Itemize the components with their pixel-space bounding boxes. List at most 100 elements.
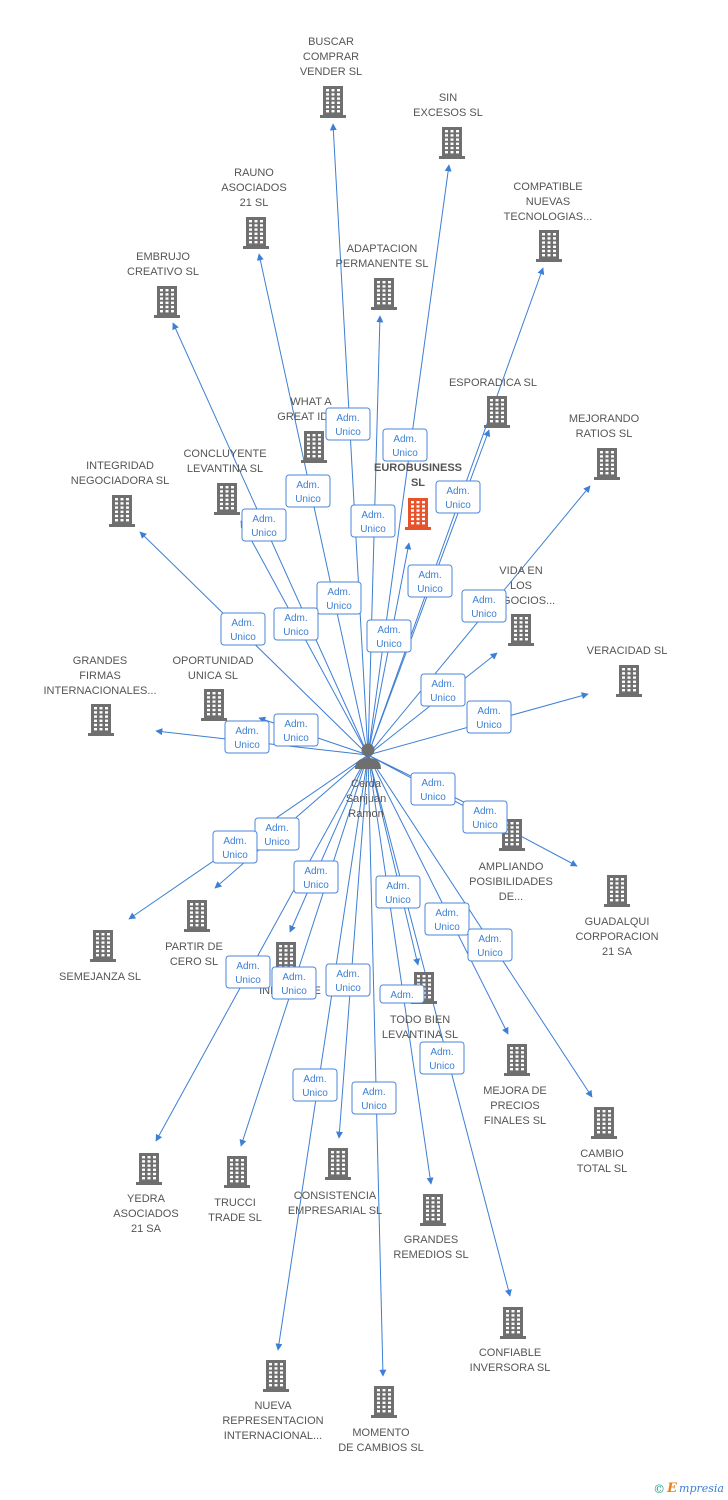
building-icon bbox=[405, 498, 431, 530]
edge-label-adm-unico: Adm.Unico bbox=[382, 428, 428, 462]
company-label-line: SIN bbox=[439, 92, 457, 104]
company-label-line: SEMEJANZA SL bbox=[59, 971, 141, 983]
company-label-line: NUEVAS bbox=[526, 196, 570, 208]
company-label-line: INTEGRIDAD bbox=[86, 460, 154, 472]
edge-to-yedra bbox=[155, 754, 369, 1142]
edge-label-line-1: Adm. bbox=[336, 969, 359, 980]
edge-label-line-1: Adm. bbox=[431, 679, 454, 690]
edge-label-line-1: Adm. bbox=[446, 486, 469, 497]
edge-label-line-2: Unico bbox=[434, 922, 460, 933]
company-node-esporadica[interactable]: ESPORADICA SL bbox=[449, 377, 537, 428]
edge-label-line-1: Adm. bbox=[303, 1074, 326, 1085]
edges bbox=[128, 123, 593, 1377]
edge-label-adm-unico: Adm.Unico bbox=[410, 772, 456, 806]
company-node-semejanza[interactable]: SEMEJANZA SL bbox=[59, 930, 141, 983]
company-label-line: FIRMAS bbox=[79, 670, 121, 682]
person-icon bbox=[355, 743, 381, 769]
edge-label-line-1: Adm. bbox=[231, 618, 254, 629]
edge-label-line-2: Unico bbox=[335, 983, 361, 994]
edge-label-adm-unico: Adm.Unico bbox=[419, 1041, 465, 1075]
edge-label-line-1: Adm. bbox=[361, 510, 384, 521]
edge-label-adm-unico: Adm.Unico bbox=[366, 619, 412, 653]
edge-label-adm-unico: Adm. Unico bbox=[424, 902, 470, 936]
edge-label-line-1: Adm. bbox=[435, 908, 458, 919]
company-node-nueva[interactable]: NUEVAREPRESENTACIONINTERNACIONAL... bbox=[222, 1360, 324, 1442]
edge-label-line-2: Unico bbox=[477, 948, 503, 959]
building-icon bbox=[604, 875, 630, 907]
company-node-veracidad[interactable]: VERACIDAD SL bbox=[587, 645, 668, 697]
company-label-line: SL bbox=[411, 477, 425, 489]
company-node-partir[interactable]: PARTIR DE CERO SL bbox=[165, 900, 223, 968]
edge-label-line-2: Unico bbox=[430, 693, 456, 704]
building-icon bbox=[154, 286, 180, 318]
company-label-line: CORPORACION bbox=[575, 931, 658, 943]
edge-label-line-2: Unico bbox=[326, 601, 352, 612]
company-label-line: RAUNO bbox=[234, 167, 274, 179]
company-label-line: PRECIOS bbox=[490, 1100, 540, 1112]
company-node-compatible[interactable]: COMPATIBLENUEVASTECNOLOGIAS... bbox=[504, 181, 593, 262]
edge-label-adm-unico: Adm.Unico bbox=[273, 607, 319, 641]
company-label-line: TECNOLOGIAS... bbox=[504, 211, 593, 223]
building-icon bbox=[224, 1156, 250, 1188]
company-label-line: PARTIR DE bbox=[165, 941, 223, 953]
building-icon bbox=[325, 1148, 351, 1180]
building-icon bbox=[136, 1153, 162, 1185]
company-label-line: VIDA EN bbox=[499, 565, 542, 577]
edge-label-adm-unico: Adm.Unico bbox=[271, 966, 317, 1000]
company-label-line: REMEDIOS SL bbox=[393, 1249, 468, 1261]
building-icon bbox=[594, 448, 620, 480]
company-label-line: CERO SL bbox=[170, 956, 218, 968]
edge-to-cambio bbox=[367, 754, 593, 1098]
building-icon bbox=[439, 127, 465, 159]
edge-label-line-2: Unico bbox=[234, 740, 260, 751]
building-icon bbox=[88, 704, 114, 736]
building-icon bbox=[371, 278, 397, 310]
company-node-eurobusiness[interactable]: ...NEUROBUSINESSSL bbox=[374, 447, 462, 530]
edge-label-line-2: Unico bbox=[251, 528, 277, 539]
company-label-line: TOTAL SL bbox=[577, 1163, 628, 1175]
building-icon bbox=[214, 483, 240, 515]
center-person[interactable]: Cerda Sanjuan Ramon bbox=[346, 743, 386, 821]
company-node-grandes-firmas[interactable]: GRANDESFIRMASINTERNACIONALES... bbox=[43, 655, 157, 736]
company-label-line: DE CAMBIOS SL bbox=[338, 1442, 424, 1454]
edge-label-line-1: Adm. bbox=[418, 570, 441, 581]
edge-label-adm-unico: Adm. Unico bbox=[420, 673, 466, 707]
company-label-line: INTERNACIONALES... bbox=[43, 685, 156, 697]
edge-label-line-1: Adm. bbox=[393, 434, 416, 445]
edge-label-line-1: Adm. bbox=[327, 587, 350, 598]
company-label-line: POSIBILIDADES bbox=[469, 876, 553, 888]
edge-label-line-1: Adm. bbox=[304, 866, 327, 877]
company-label-line: TRUCCI bbox=[214, 1197, 256, 1209]
edge-label-line-2: Unico bbox=[472, 820, 498, 831]
company-label-line: INTERNACIONAL... bbox=[224, 1430, 322, 1442]
company-label-line: 21 SA bbox=[602, 946, 633, 958]
building-icon bbox=[591, 1107, 617, 1139]
edge-label-line-1: Adm. bbox=[282, 972, 305, 983]
company-label-line: BUSCAR bbox=[308, 36, 354, 48]
edge-label-line-1: Adm. bbox=[473, 806, 496, 817]
edge-label-adm-unico: Adm.Unico bbox=[225, 955, 271, 989]
building-icon bbox=[371, 1386, 397, 1418]
edge-label-adm-unico: Adm.Unico bbox=[351, 1081, 397, 1115]
company-label-line: COMPRAR bbox=[303, 51, 359, 63]
